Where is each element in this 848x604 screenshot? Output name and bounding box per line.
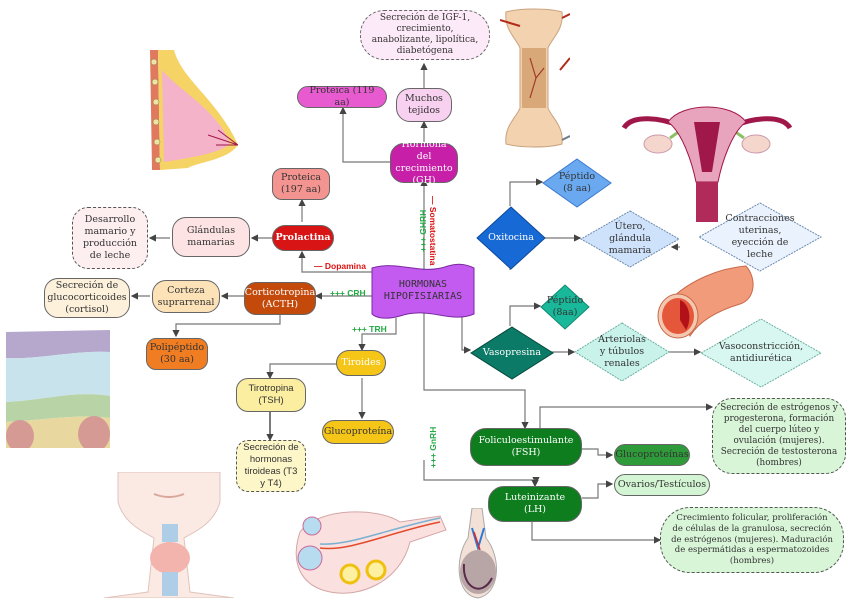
acth-type-node[interactable]: Polipéptido (30 aa) xyxy=(146,338,208,370)
acth-effect-node[interactable]: Secreción de glucocorticoides (cortisol) xyxy=(44,278,130,318)
gh-type-node[interactable]: Proteica (119 aa) xyxy=(297,85,387,108)
central-title-line1: HORMONAS xyxy=(398,278,448,290)
oxytocin-type-node[interactable]: Péptido (8 aa) xyxy=(542,158,612,208)
lh-hormone-node[interactable]: Luteinizante (LH) xyxy=(488,486,582,522)
fsh-hormone-node[interactable]: Foliculoestimulante (FSH) xyxy=(470,428,582,466)
oxytocin-hormone-node[interactable]: Oxitocina xyxy=(476,206,546,270)
prolactin-target-node[interactable]: Glándulas mamarias xyxy=(172,217,250,257)
trh-stimulator-label: +++ TRH xyxy=(352,324,387,334)
gnrh-stimulator-label: +++ GnRH xyxy=(428,426,438,468)
gonadotropin-target-node[interactable]: Ovarios/Testículos xyxy=(614,474,710,496)
tsh-effect-node[interactable]: Secreción de hormonas tiroideas (T3 y T4… xyxy=(236,440,306,492)
central-node[interactable]: HORMONAS HIPOFISIARIAS xyxy=(370,262,476,320)
ghrh-stimulator-label: +++ GHRH xyxy=(418,209,428,252)
lh-effect-node[interactable]: Crecimiento folicular, proliferación de … xyxy=(660,507,844,573)
dopamine-inhibitor-label: — Dopamina xyxy=(314,261,366,271)
tsh-hormone-node[interactable]: Tirotropina (TSH) xyxy=(236,378,306,412)
gh-hormone-node[interactable]: Hormona del crecimiento (GH) xyxy=(390,139,458,186)
crh-stimulator-label: +++ CRH xyxy=(330,288,366,298)
oxytocin-target-node[interactable]: Útero, glándula mamaria xyxy=(580,210,680,268)
breast-illustration xyxy=(148,50,248,170)
gh-target-node[interactable]: Muchos tejidos xyxy=(396,88,452,122)
central-title-line2: HIPOFISIARIAS xyxy=(383,291,463,302)
thyroid-neck-illustration xyxy=(103,471,235,599)
testis-illustration xyxy=(452,507,502,600)
fsh-effect-node[interactable]: Secreción de estrógenos y progesterona, … xyxy=(712,398,846,474)
somatostatin-inhibitor-label: — Somatostatina xyxy=(428,196,438,266)
tsh-type-node[interactable]: Glucoproteína xyxy=(322,420,394,444)
oxytocin-effect-node[interactable]: Contracciones uterinas, eyección de lech… xyxy=(698,202,822,272)
vasopressin-type-node[interactable]: Péptido (8aa) xyxy=(540,284,590,330)
gh-effect-node[interactable]: Secreción de IGF-1, crecimiento, anaboli… xyxy=(360,10,490,60)
bone-illustration xyxy=(499,8,571,148)
ovary-illustration xyxy=(290,502,450,600)
thyroid-node[interactable]: Tiroides xyxy=(336,350,386,376)
prolactin-hormone-node[interactable]: Prolactina xyxy=(272,225,334,251)
prolactin-effect-node[interactable]: Desarrollo mamario y producción de leche xyxy=(72,207,148,269)
blood-vessel-illustration xyxy=(650,260,760,340)
acth-hormone-node[interactable]: Corticotropina (ACTH) xyxy=(244,282,316,315)
prolactin-type-node[interactable]: Proteica (197 aa) xyxy=(272,168,330,200)
vasopressin-effect-node[interactable]: Vasoconstricción, antidiurética xyxy=(700,318,822,388)
uterus-illustration xyxy=(612,92,802,222)
vasopressin-target-node[interactable]: Arteriolas y túbulos renales xyxy=(574,322,670,382)
acth-target-node[interactable]: Corteza suprarrenal xyxy=(152,280,220,313)
adrenal-cortex-illustration xyxy=(6,330,110,452)
gonadotropin-type-node[interactable]: Glucoproteínas xyxy=(614,444,690,466)
vasopressin-hormone-node[interactable]: Vasopresina xyxy=(470,326,554,380)
